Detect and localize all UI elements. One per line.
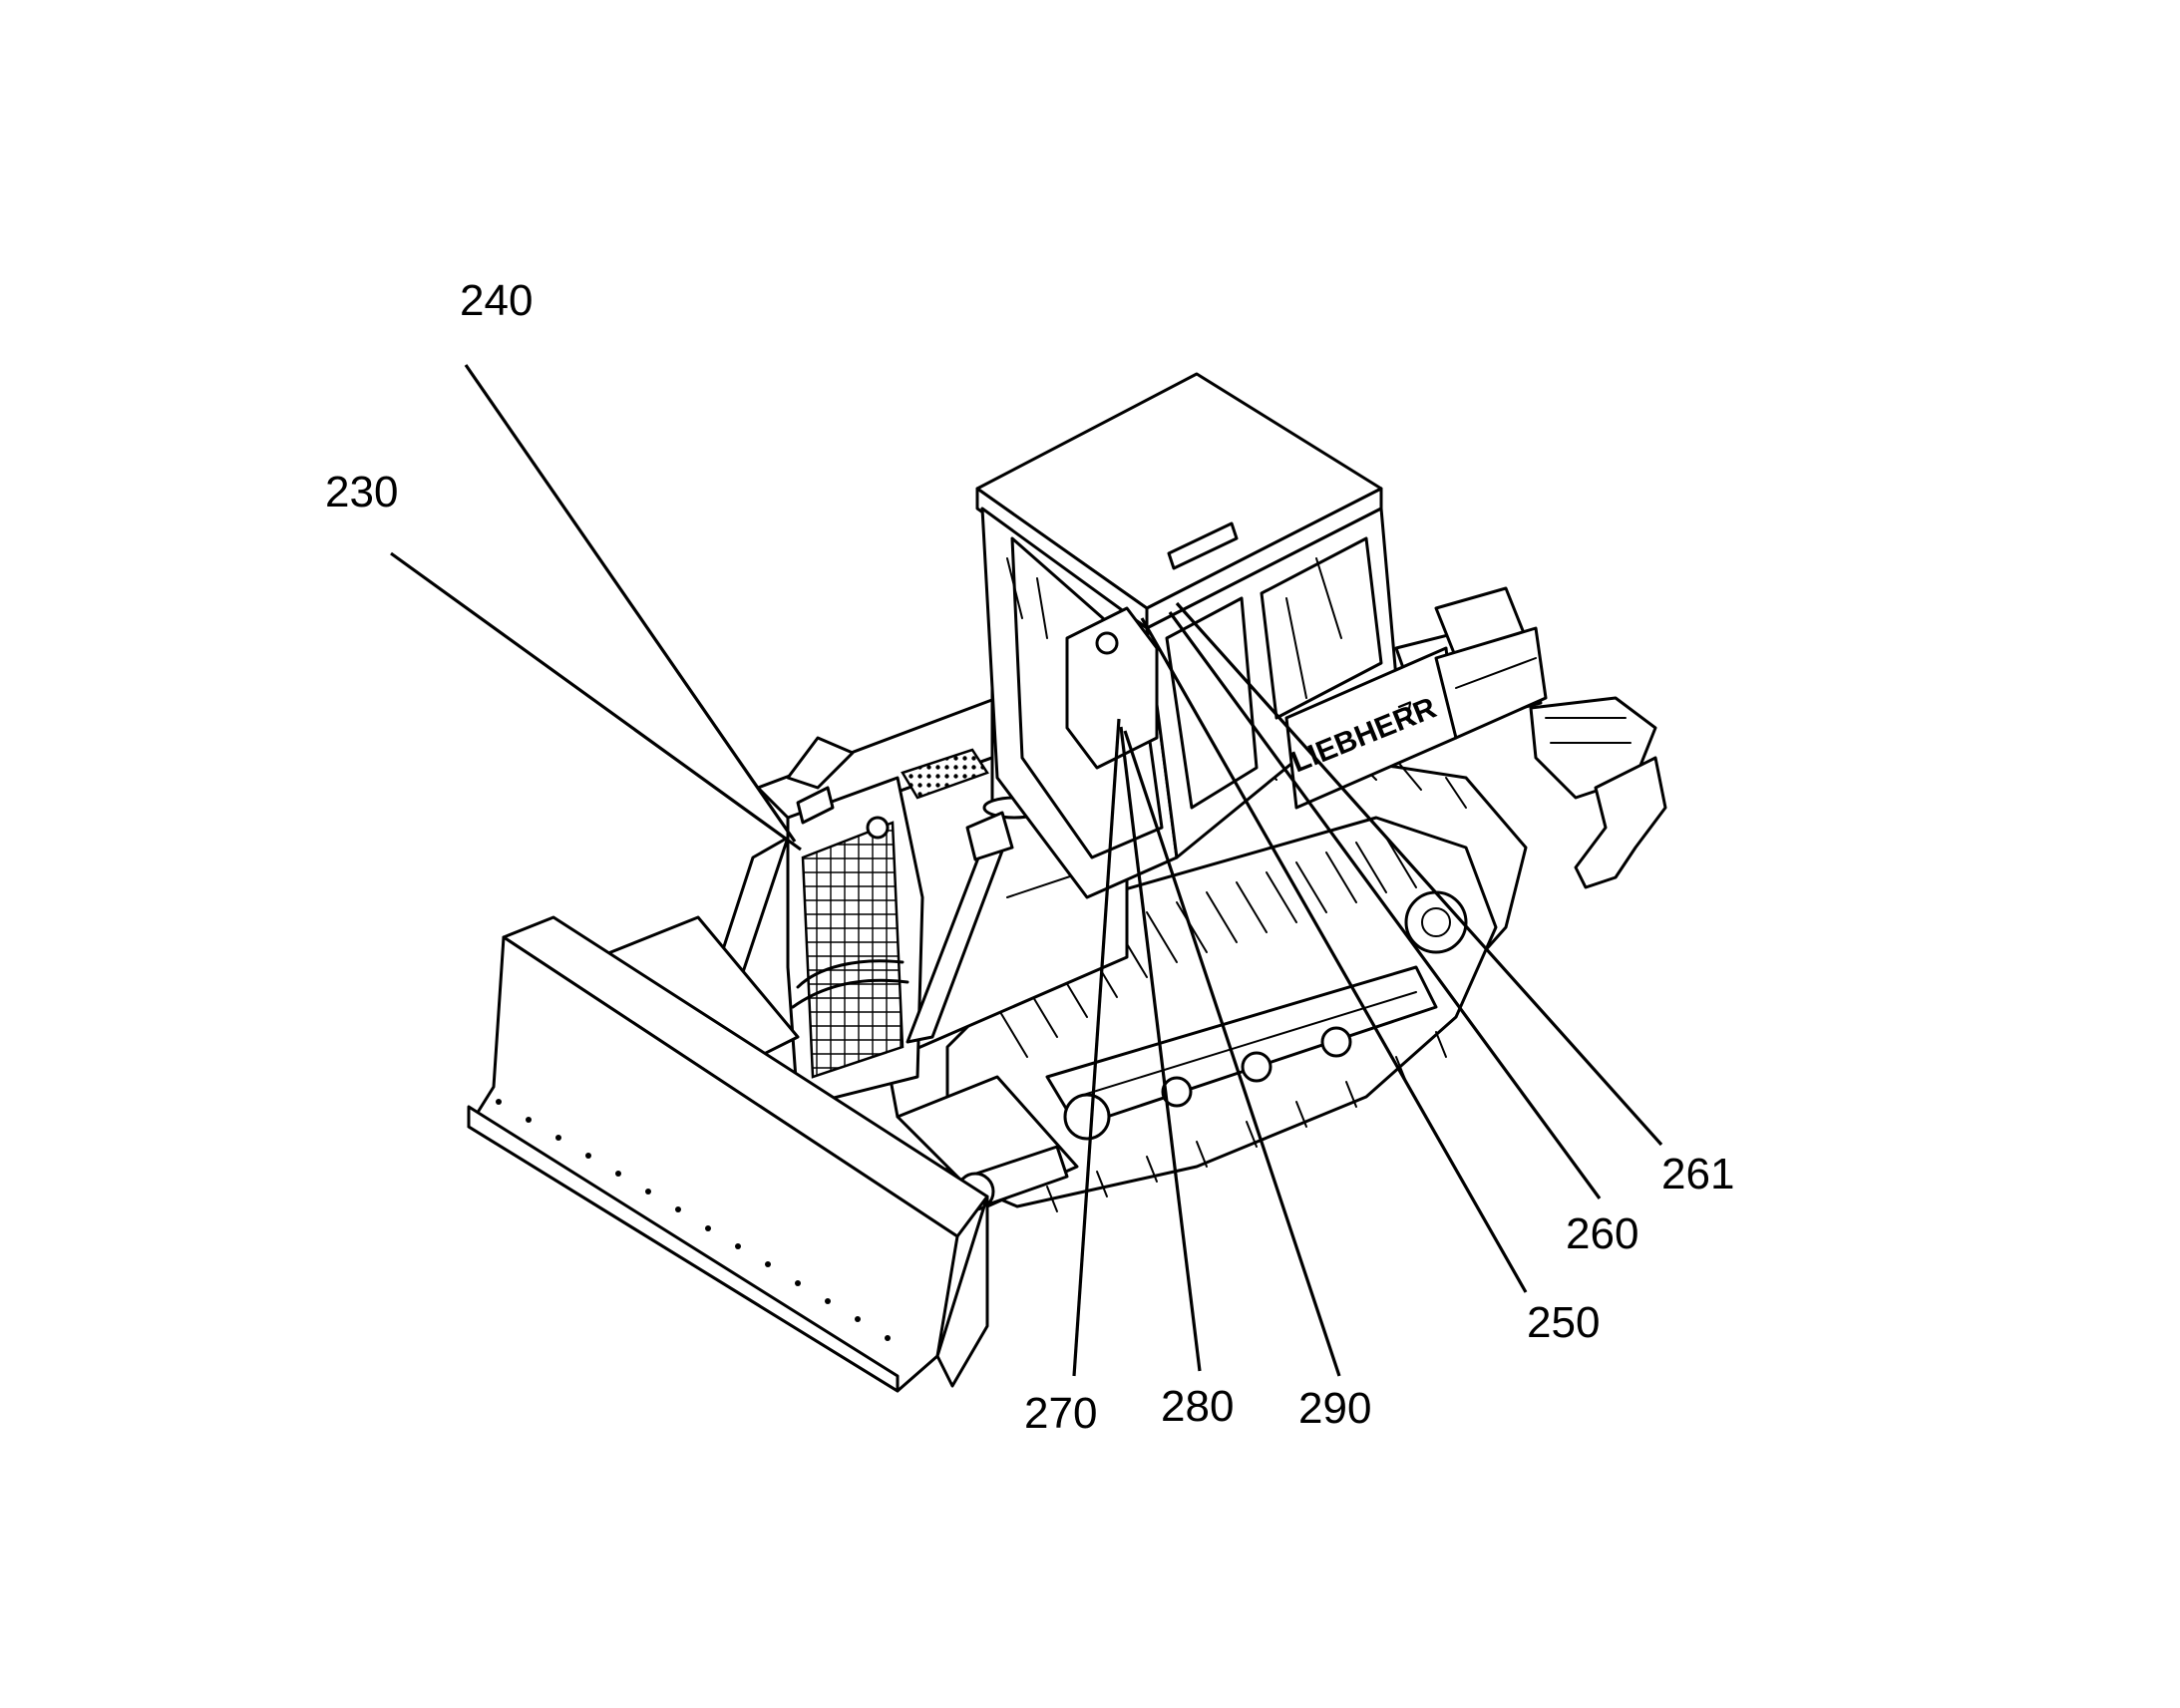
bulldozer-drawing: LIEBHERR 7	[467, 372, 1667, 1393]
blade-bolts	[496, 1099, 891, 1341]
label-290: 290	[1298, 1384, 1371, 1433]
leader-260	[1168, 611, 1602, 1199]
dozer-blade	[467, 915, 989, 1393]
label-280: 280	[1161, 1382, 1234, 1431]
label-230: 230	[325, 468, 398, 516]
leader-lines	[390, 364, 1663, 1377]
leader-230	[390, 551, 802, 852]
track-shoe-teeth	[1046, 1031, 1447, 1212]
leader-280	[1119, 726, 1202, 1372]
leader-250	[1140, 617, 1528, 1293]
reference-labels: 230 240 250 260 261 270 280 290	[325, 276, 1734, 1438]
leader-270	[1072, 718, 1121, 1377]
radiator	[786, 776, 924, 1109]
label-240: 240	[460, 276, 533, 325]
leader-240	[464, 364, 797, 843]
label-260: 260	[1566, 1209, 1638, 1258]
operator-cab	[975, 372, 1398, 899]
lift-cylinders	[686, 736, 1014, 1059]
side-panel: LIEBHERR 7	[1284, 626, 1548, 810]
label-250: 250	[1527, 1298, 1600, 1347]
label-261: 261	[1661, 1150, 1734, 1198]
leader-261	[1175, 601, 1663, 1147]
label-270: 270	[1024, 1389, 1097, 1438]
leader-290	[1123, 730, 1341, 1377]
